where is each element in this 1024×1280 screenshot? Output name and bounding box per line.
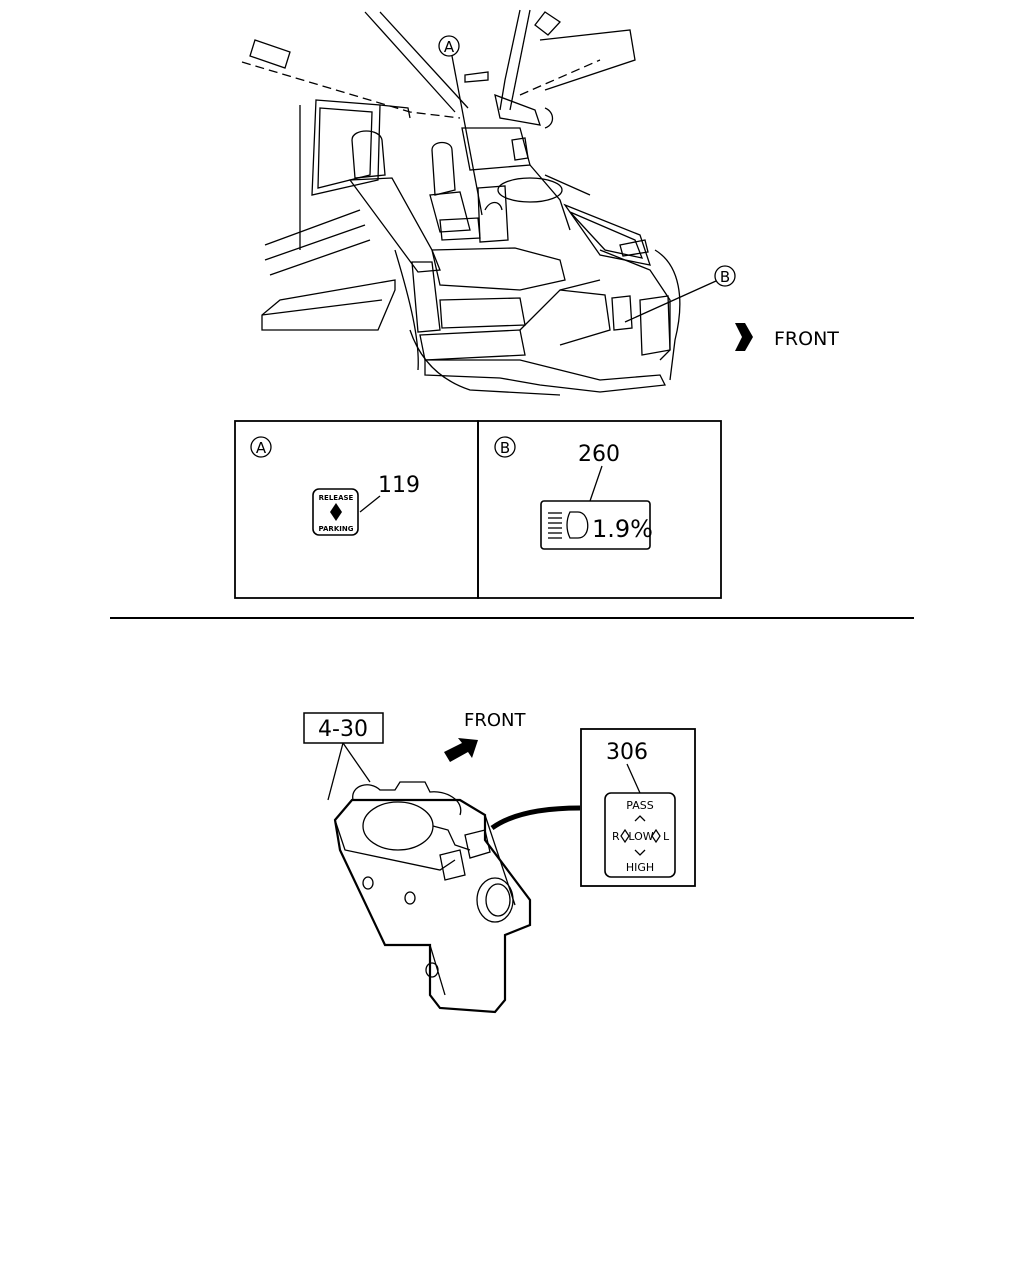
low-text: LOW xyxy=(628,830,653,843)
dimmer-switch-label-plate: PASS R LOW L HIGH xyxy=(604,792,676,878)
right-diamond-icon xyxy=(651,828,661,844)
callout-a-letter: A xyxy=(444,38,455,56)
parking-brake-label-plate: RELEASE PARKING xyxy=(312,488,359,536)
ref-box-text: 4-30 xyxy=(318,717,368,742)
chevron-down-icon xyxy=(634,849,646,856)
part-number-260: 260 xyxy=(578,442,620,467)
front-label-bottom: FRONT xyxy=(464,710,526,731)
diamond-icon xyxy=(330,503,342,521)
chevron-up-icon xyxy=(634,815,646,822)
detail-box-a: A 119 RELEASE PARKING xyxy=(234,420,479,599)
leader-to-306 xyxy=(490,805,581,831)
detail-a-marker: A xyxy=(256,439,267,457)
detail-box-306: 306 PASS R LOW L HIGH xyxy=(580,728,696,887)
level-percent-text: 1.9% xyxy=(592,515,653,543)
callout-b-letter: B xyxy=(720,268,730,286)
combination-switch-body xyxy=(333,781,532,1014)
high-text: HIGH xyxy=(626,861,654,874)
part-number-119: 119 xyxy=(378,473,420,498)
front-arrow-top: FRONT xyxy=(735,323,839,351)
headlamp-leveling-plate: 1.9% xyxy=(540,500,653,550)
cab-interior-illustration xyxy=(241,9,681,396)
parking-text: PARKING xyxy=(319,525,354,533)
callout-a: A xyxy=(438,35,483,216)
front-arrow-bottom: FRONT xyxy=(444,710,526,762)
release-text: RELEASE xyxy=(319,494,354,502)
part-number-306: 306 xyxy=(606,740,648,765)
callout-b: B xyxy=(624,265,736,323)
detail-box-b: B 260 1.9% xyxy=(477,420,722,599)
front-label-top: FRONT xyxy=(774,328,839,350)
r-text: R xyxy=(612,830,620,843)
left-diamond-icon xyxy=(620,828,630,844)
ref-box-4-30: 4-30 xyxy=(303,712,384,801)
detail-b-marker: B xyxy=(500,439,510,457)
headlamp-beam-icon xyxy=(548,511,589,539)
l-text: L xyxy=(663,830,670,843)
pass-text: PASS xyxy=(626,799,653,812)
